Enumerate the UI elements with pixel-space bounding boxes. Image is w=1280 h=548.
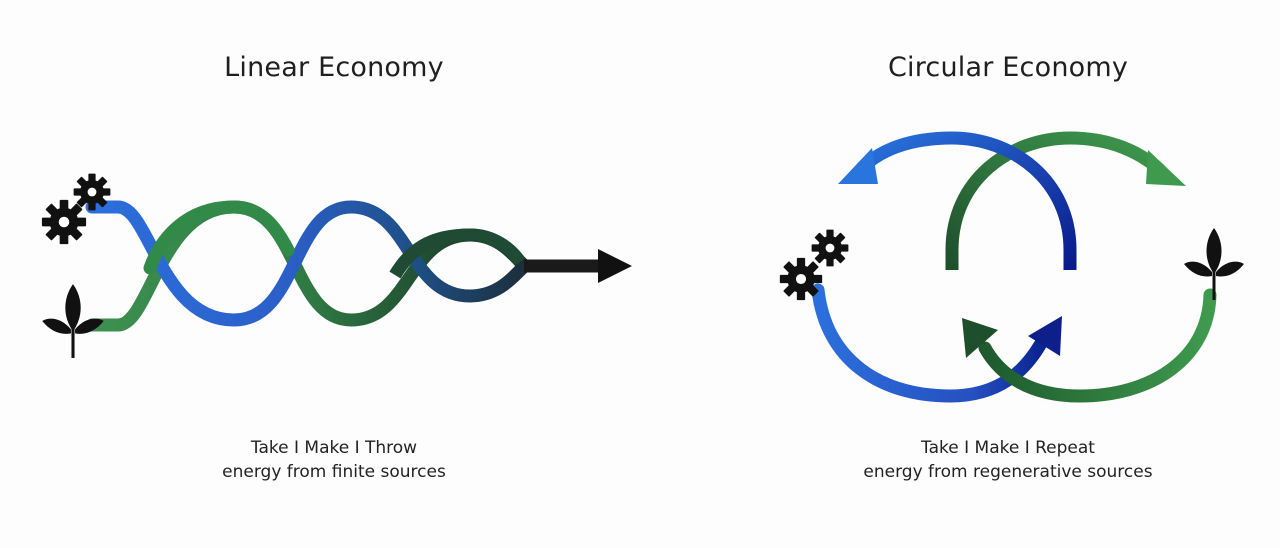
- linear-diagram: [42, 174, 632, 358]
- circular-caption-line1: Take I Make I Repeat: [921, 438, 1095, 458]
- linear-economy-caption: Take I Make I Throw energy from finite s…: [104, 436, 564, 484]
- circular-economy-caption: Take I Make I Repeat energy from regener…: [778, 436, 1238, 484]
- circular-green-top-arc: [945, 131, 1165, 270]
- linear-green-overlap: [143, 200, 295, 275]
- circular-blue-top-arc: [857, 131, 1077, 270]
- linear-blue-strand: [85, 200, 533, 327]
- arrow-head-icon: [962, 318, 998, 358]
- circular-caption-line2: energy from regenerative sources: [863, 462, 1153, 482]
- gears-icon: [780, 258, 822, 300]
- leaf-icon: [1184, 228, 1244, 300]
- circular-economy-title: Circular Economy: [887, 52, 1129, 83]
- linear-caption-line2: energy from finite sources: [222, 462, 446, 482]
- gears-icon: [42, 200, 86, 244]
- linear-economy-title: Linear Economy: [224, 52, 444, 83]
- gears-icon-small: [74, 174, 111, 211]
- arrow-head-icon: [1028, 316, 1062, 356]
- circular-green-bottom-arc: [978, 288, 1217, 403]
- circular-blue-bottom-arc: [811, 283, 1047, 403]
- circular-diagram: [780, 131, 1244, 403]
- arrow-head-icon: [1146, 150, 1186, 186]
- gears-icon-small: [812, 230, 849, 267]
- arrow-head-icon: [598, 249, 632, 283]
- linear-green-overlap-2: [389, 228, 526, 279]
- arrow-head-icon: [838, 148, 878, 184]
- leaf-icon: [42, 284, 104, 358]
- linear-caption-line1: Take I Make I Throw: [250, 438, 418, 458]
